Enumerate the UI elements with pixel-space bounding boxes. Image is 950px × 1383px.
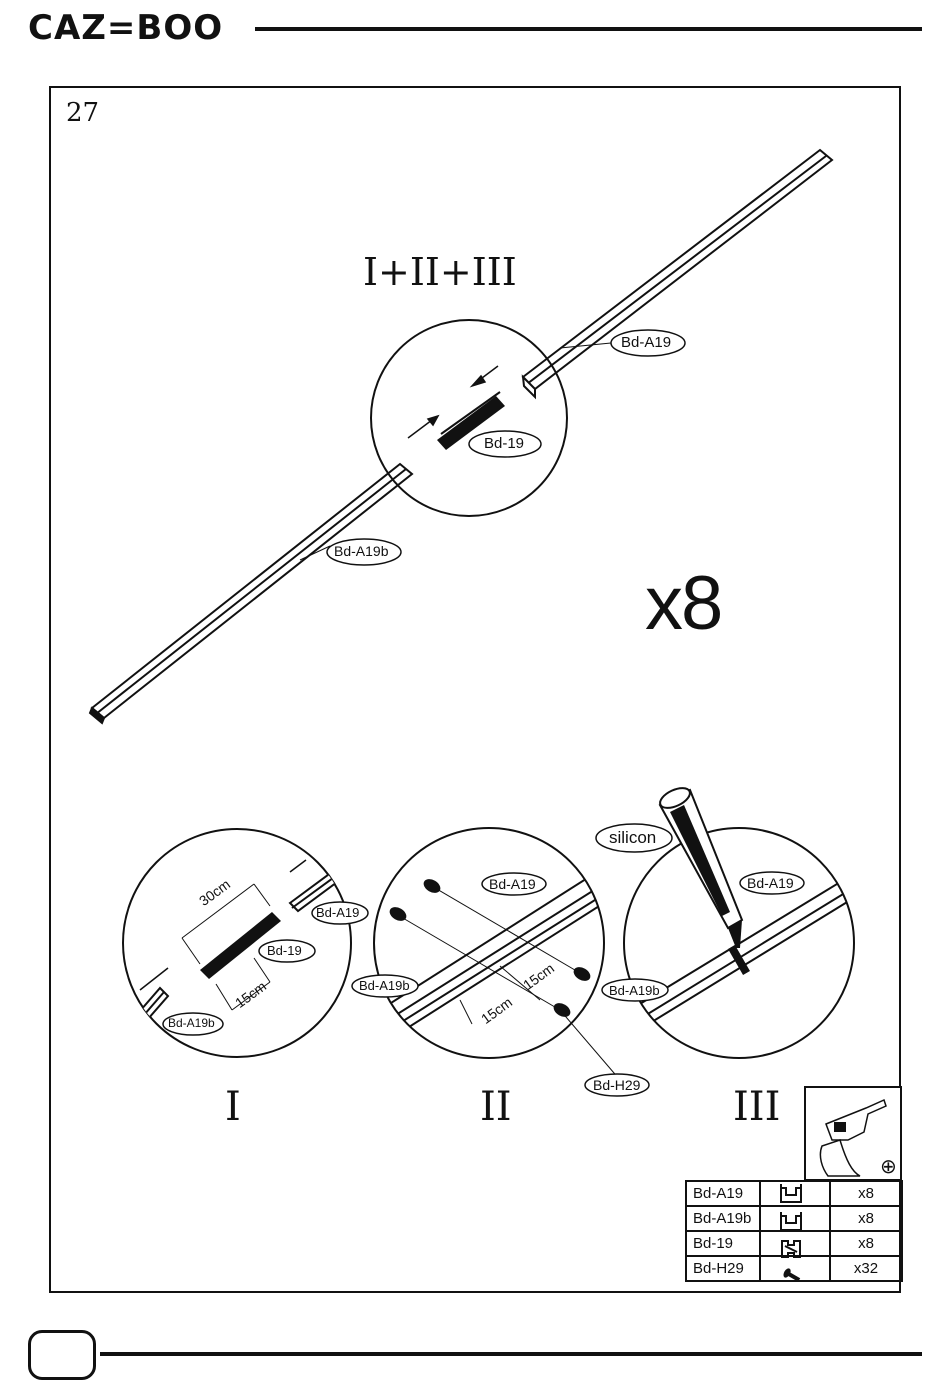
part-icon-cell	[760, 1256, 830, 1281]
part-qty: x8	[830, 1231, 902, 1256]
detail-III-numeral: III	[733, 1084, 780, 1130]
detail-III-bar-bottom: Bd-A19b	[609, 983, 660, 998]
detail-II-screw: Bd-H29	[593, 1077, 640, 1093]
detail-II	[352, 828, 649, 1096]
part-icon-cell	[760, 1231, 830, 1256]
part-icon-cell	[760, 1206, 830, 1231]
detail-III-bar-top: Bd-A19	[747, 875, 794, 891]
main-title: I+II+III	[363, 250, 517, 294]
part-code: Bd-A19b	[686, 1206, 760, 1231]
detail-II-numeral: II	[480, 1084, 512, 1130]
detail-I-numeral: I	[225, 1084, 241, 1130]
detail-I-bar-top: Bd-A19	[316, 905, 359, 920]
part-code: Bd-19	[686, 1231, 760, 1256]
detail-I-bar-bottom: Bd-A19b	[168, 1016, 215, 1030]
table-row: Bd-19 x8	[686, 1231, 902, 1256]
detail-III	[596, 784, 870, 1058]
label-lower-bar: Bd-A19b	[334, 543, 388, 559]
multiplier: x8	[645, 560, 721, 647]
label-connector: Bd-19	[484, 435, 524, 452]
part-qty: x8	[830, 1181, 902, 1206]
parts-table: Bd-A19 x8 Bd-A19b x8 Bd-19 x8 Bd-H29 x32	[685, 1180, 903, 1282]
bit-symbol: ⊕	[880, 1154, 897, 1178]
part-code: Bd-H29	[686, 1256, 760, 1281]
detail-I	[120, 829, 368, 1057]
detail-II-bar-top: Bd-A19	[489, 876, 536, 892]
part-icon-cell	[760, 1181, 830, 1206]
part-qty: x8	[830, 1206, 902, 1231]
table-row: Bd-A19b x8	[686, 1206, 902, 1231]
label-upper-bar: Bd-A19	[621, 334, 671, 351]
upper-bar-Bd-A19	[523, 150, 832, 397]
lower-bar-Bd-A19b	[90, 464, 412, 723]
detail-III-sealant: silicon	[609, 828, 656, 848]
part-code: Bd-A19	[686, 1181, 760, 1206]
table-row: Bd-A19 x8	[686, 1181, 902, 1206]
detail-II-bar-bottom: Bd-A19b	[359, 978, 410, 993]
page-number-tab	[28, 1330, 96, 1380]
table-row: Bd-H29 x32	[686, 1256, 902, 1281]
part-qty: x32	[830, 1256, 902, 1281]
detail-I-connector: Bd-19	[267, 943, 302, 958]
footer-rule	[100, 1352, 922, 1356]
